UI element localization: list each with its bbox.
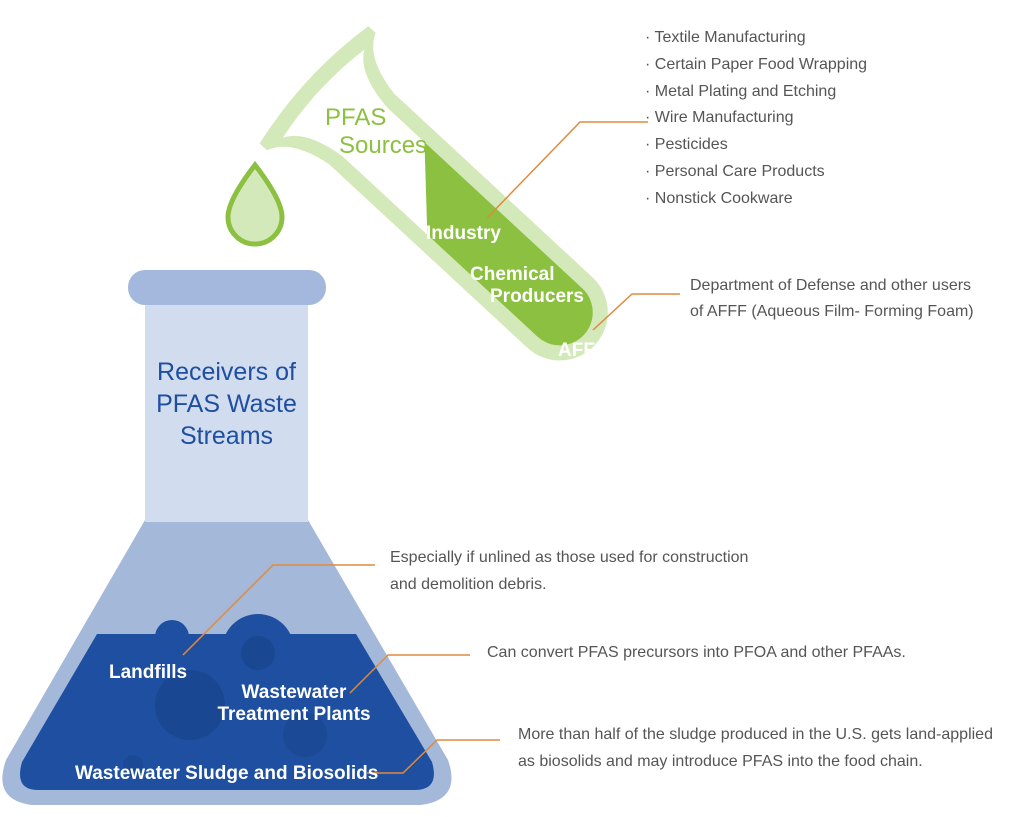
list-item: Nonstick Cookware	[645, 190, 867, 217]
afff-desc-line-1: Department of Defense and other users	[690, 277, 972, 294]
receivers-title: Receivers of PFAS Waste Streams	[145, 356, 308, 452]
list-item: Certain Paper Food Wrapping	[645, 56, 867, 83]
wtp-line-2: Treatment Plants	[217, 703, 371, 725]
afff-desc-line-2: of AFFF (Aqueous Film- Forming Foam)	[690, 303, 974, 320]
wtp-line-1: Wastewater	[241, 682, 347, 703]
afff-label: AFFF	[558, 340, 607, 361]
wtp-description: Can convert PFAS precursors into PFOA an…	[487, 644, 906, 661]
pfas-sources-title: PFAS Sources	[325, 104, 427, 159]
title-line-2: PFAS Waste	[156, 390, 297, 418]
afff-leader	[592, 293, 680, 331]
title-line-1: Receivers of	[157, 358, 296, 386]
flask-icon	[2, 270, 452, 805]
leader-lines	[182, 121, 680, 774]
list-item: Pesticides	[645, 136, 867, 163]
wtp-leader	[349, 654, 470, 694]
list-item: Metal Plating and Etching	[645, 83, 867, 110]
landfills-desc-line-2: and demolition debris.	[390, 576, 547, 593]
list-item: Wire Manufacturing	[645, 109, 867, 136]
landfills-desc-line-1: Especially if unlined as those used for …	[390, 549, 749, 566]
sludge-description: More than half of the sludge produced in…	[518, 721, 993, 775]
chemical-line-1: Chemical	[470, 264, 555, 285]
list-item: Personal Care Products	[645, 163, 867, 190]
list-item: Textile Manufacturing	[645, 29, 867, 56]
title-line-1: PFAS	[325, 104, 387, 131]
title-line-2: Sources	[339, 131, 428, 159]
chemical-line-2: Producers	[490, 285, 584, 307]
sludge-desc-line-2: as biosolids and may introduce PFAS into…	[518, 753, 923, 770]
title-line-3: Streams	[179, 422, 274, 450]
sludge-desc-line-1: More than half of the sludge produced in…	[518, 726, 993, 743]
landfills-label: Landfills	[109, 662, 188, 683]
afff-description: Department of Defense and other users of…	[690, 273, 974, 325]
drop-icon	[225, 160, 285, 247]
sludge-leader	[367, 739, 500, 774]
industry-list: Textile Manufacturing Certain Paper Food…	[645, 29, 867, 217]
chemical-producers-label: Chemical Producers	[470, 264, 584, 308]
sludge-label: Wastewater Sludge and Biosolids	[75, 763, 379, 784]
wtp-label: Wastewater Treatment Plants	[209, 682, 379, 726]
landfills-description: Especially if unlined as those used for …	[390, 544, 748, 598]
landfills-leader	[182, 564, 375, 656]
industry-leader	[486, 121, 648, 219]
test-tube-icon	[259, 26, 608, 361]
industry-label: Industry	[426, 223, 501, 244]
